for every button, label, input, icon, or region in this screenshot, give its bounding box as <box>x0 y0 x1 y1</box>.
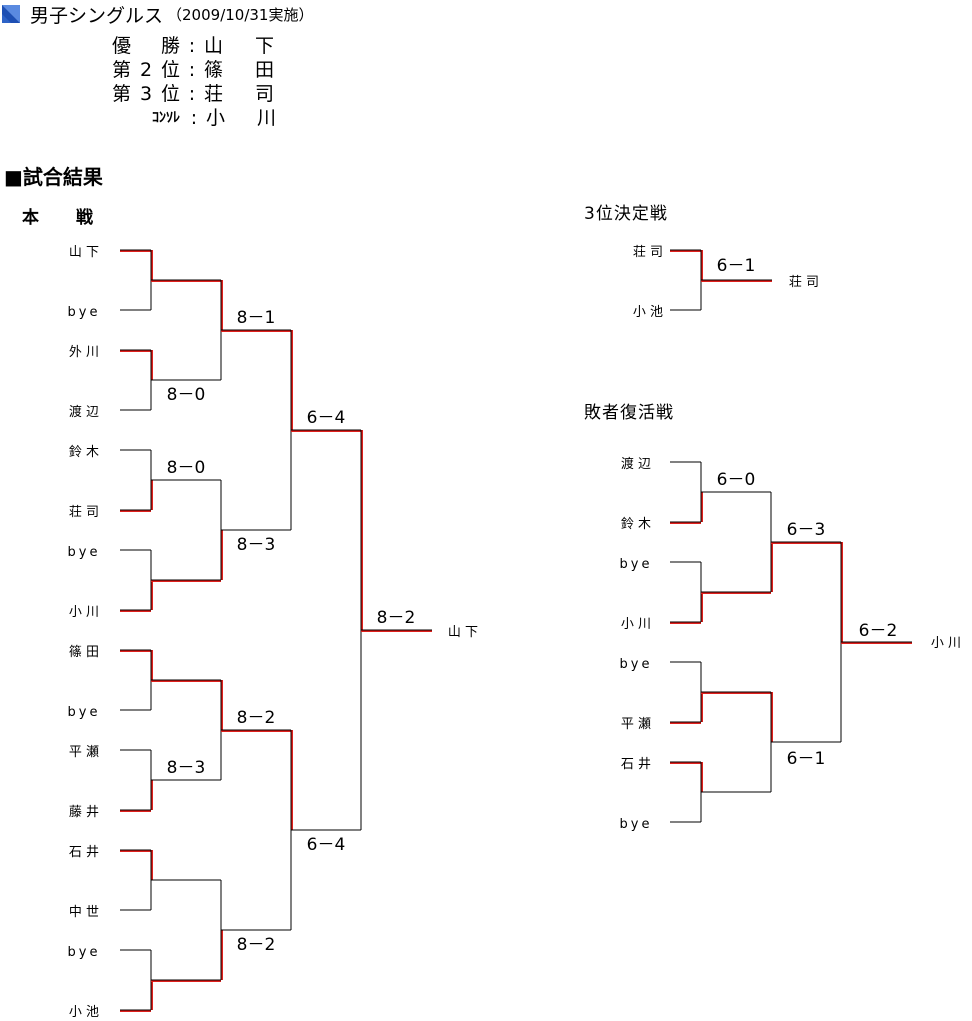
result-row-second: 第2位 : 篠 田 <box>112 58 276 82</box>
player-name: bye <box>68 705 101 720</box>
match-score: 8－0 <box>167 385 206 405</box>
match-score: 6－2 <box>859 621 898 641</box>
match-score: 6－1 <box>717 256 756 276</box>
player-name: 鈴 木 <box>69 445 99 460</box>
event-date: （2009/10/31実施） <box>167 5 314 24</box>
consolation-title: 敗者復活戦 <box>584 403 674 423</box>
consolation-winner: 小 川 <box>931 636 961 651</box>
player-name: 渡 辺 <box>621 456 651 472</box>
player-name: 荘 司 <box>633 245 663 260</box>
third-place-title: 3位決定戦 <box>584 204 668 224</box>
result-name: 荘 司 <box>204 83 274 105</box>
result-colon: : <box>188 35 196 57</box>
match-score: 6－1 <box>787 749 826 769</box>
result-row-third: 第3位 : 荘 司 <box>112 82 276 106</box>
section-title: ■試合結果 <box>4 165 103 189</box>
result-label: 優 勝 <box>112 35 180 57</box>
player-name: 石 井 <box>69 845 99 860</box>
player-name: 平 瀬 <box>69 745 99 760</box>
champion-name: 山 下 <box>448 625 478 640</box>
match-score: 8－0 <box>167 458 206 478</box>
match-score: 8－2 <box>237 935 276 955</box>
result-name: 篠 田 <box>204 59 274 81</box>
page-header: 男子シングルス （2009/10/31実施） <box>2 2 314 27</box>
match-score: 6－4 <box>307 408 346 428</box>
results-summary: 優 勝 : 山 下 第2位 : 篠 田 第3位 : 荘 司 ｺﾝｿﾚ : 小 川 <box>112 34 276 130</box>
envelope-icon <box>2 5 20 23</box>
result-row-consolation: ｺﾝｿﾚ : 小 川 <box>112 106 276 130</box>
player-name: bye <box>620 817 653 832</box>
result-colon: : <box>188 59 196 81</box>
match-score: 8－1 <box>237 308 276 328</box>
result-row-winner: 優 勝 : 山 下 <box>112 34 276 58</box>
match-score: 8－3 <box>237 535 276 555</box>
player-name: bye <box>68 545 101 560</box>
result-label: ｺﾝｿﾚ <box>152 110 180 126</box>
result-label: 第3位 <box>112 83 180 105</box>
result-name: 小 川 <box>206 107 276 129</box>
match-score: 6－4 <box>307 835 346 855</box>
player-name: 石 井 <box>621 757 651 772</box>
match-score: 8－2 <box>377 608 416 628</box>
player-name: 小 川 <box>69 605 99 620</box>
player-name: 小 池 <box>633 305 663 320</box>
player-name: 山 下 <box>69 245 99 260</box>
player-name: 荘 司 <box>69 505 99 520</box>
match-score: 8－3 <box>167 758 206 778</box>
third-place-winner: 荘 司 <box>789 275 819 290</box>
player-name: 小 川 <box>621 617 651 632</box>
main-bracket-title: 本 戦 <box>22 208 94 228</box>
page-title: 男子シングルス <box>30 4 164 27</box>
player-name: 鈴 木 <box>621 517 651 532</box>
player-name: 篠 田 <box>69 645 99 660</box>
player-name: 平 瀬 <box>621 717 651 732</box>
result-colon: : <box>190 107 198 129</box>
player-name: 外 川 <box>69 345 99 360</box>
match-score: 6－0 <box>717 470 756 490</box>
player-name: 渡 辺 <box>69 404 99 420</box>
player-name: bye <box>68 945 101 960</box>
player-name: bye <box>620 657 653 672</box>
result-colon: : <box>188 83 196 105</box>
player-name: 小 池 <box>69 1005 99 1020</box>
player-name: bye <box>68 305 101 320</box>
player-name: 藤 井 <box>69 805 99 820</box>
match-score: 8－2 <box>237 708 276 728</box>
player-name: bye <box>620 557 653 572</box>
match-score: 6－3 <box>787 520 826 540</box>
player-name: 中 世 <box>69 905 99 920</box>
result-name: 山 下 <box>204 35 274 57</box>
result-label: 第2位 <box>112 59 180 81</box>
